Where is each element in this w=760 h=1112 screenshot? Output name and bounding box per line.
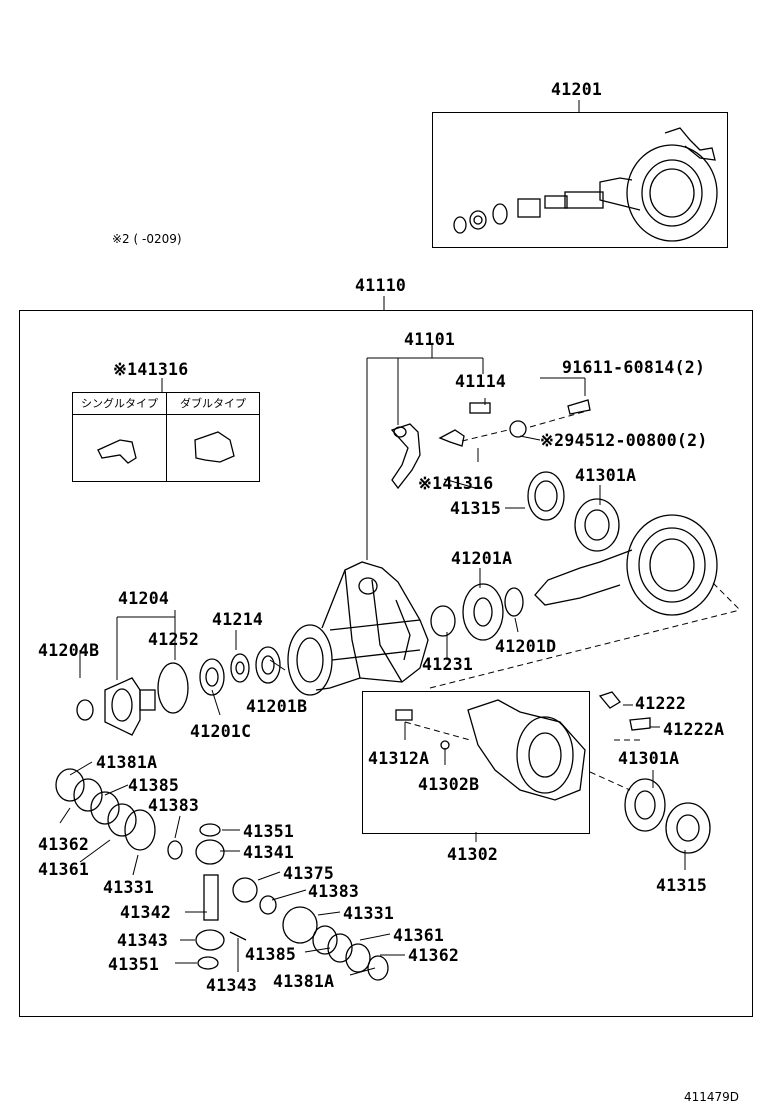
label-41201: 41201 [551, 80, 603, 99]
dashed-guide-lines [404, 409, 741, 791]
differential-case-parts-icon [395, 691, 711, 854]
label-41315-bottom: 41315 [656, 876, 708, 895]
label-41201b: 41201B [246, 697, 308, 716]
pinion-ring-gear-set-frame [432, 112, 728, 248]
leader-lines [59, 100, 686, 976]
label-41101: 41101 [404, 330, 456, 349]
label-41362-left: 41362 [38, 835, 90, 854]
label-41316: ※141316 [418, 474, 494, 493]
label-41201d: 41201D [495, 637, 557, 656]
label-41302: 41302 [447, 845, 499, 864]
label-41201c: 41201C [190, 722, 252, 741]
bracket-type-table: シングルタイプ ダブルタイプ [72, 392, 260, 482]
label-41381a-top: 41381A [96, 753, 158, 772]
label-41351-bottom: 41351 [108, 955, 160, 974]
label-41204: 41204 [118, 589, 170, 608]
table-header-double: ダブルタイプ [167, 393, 259, 415]
label-41110: 41110 [355, 276, 407, 295]
label-91611: 91611-60814(2) [562, 358, 706, 377]
applicability-note: ※2 ( -0209) [112, 232, 182, 246]
label-41302b: 41302B [418, 775, 480, 794]
label-41231: 41231 [422, 655, 474, 674]
label-41361-left: 41361 [38, 860, 90, 879]
label-41342: 41342 [120, 903, 172, 922]
label-41301a-top: 41301A [575, 466, 637, 485]
label-41361-right: 41361 [393, 926, 445, 945]
label-41252: 41252 [148, 630, 200, 649]
label-41201a: 41201A [451, 549, 513, 568]
label-41204b: 41204B [38, 641, 100, 660]
label-41343-left: 41343 [117, 931, 169, 950]
bearing-parts-icon [390, 399, 718, 641]
label-41362-right: 41362 [408, 946, 460, 965]
label-294512: ※294512-00800(2) [540, 431, 708, 450]
label-41375: 41375 [283, 864, 335, 883]
bracket-table-title: ※141316 [113, 360, 189, 379]
label-41331-left: 41331 [103, 878, 155, 897]
label-41383-top: 41383 [148, 796, 200, 815]
companion-flange-parts-icon [76, 646, 281, 736]
label-41315-top: 41315 [450, 499, 502, 518]
label-41341: 41341 [243, 843, 295, 862]
label-41312a: 41312A [368, 749, 430, 768]
label-41343-bottom: 41343 [206, 976, 258, 995]
label-41383-mid: 41383 [308, 882, 360, 901]
label-41301a-bottom: 41301A [618, 749, 680, 768]
label-41331-mid: 41331 [343, 904, 395, 923]
label-41114: 41114 [455, 372, 507, 391]
differential-assembly-frame [19, 310, 753, 1017]
label-41222: 41222 [635, 694, 687, 713]
label-41381a-bottom: 41381A [273, 972, 335, 991]
pinion-gear-set-icon [453, 127, 718, 242]
label-41385-top: 41385 [128, 776, 180, 795]
label-41385-bottom: 41385 [245, 945, 297, 964]
table-divider [166, 393, 167, 481]
table-header-single: シングルタイプ [73, 393, 166, 415]
label-41214: 41214 [212, 610, 264, 629]
label-41351-top: 41351 [243, 822, 295, 841]
label-41222a: 41222A [663, 720, 725, 739]
side-gear-parts-icon [55, 768, 389, 981]
illustration-code: 411479D [684, 1090, 740, 1104]
bracket-icons [97, 431, 235, 464]
carrier-housing-icon [287, 561, 429, 696]
